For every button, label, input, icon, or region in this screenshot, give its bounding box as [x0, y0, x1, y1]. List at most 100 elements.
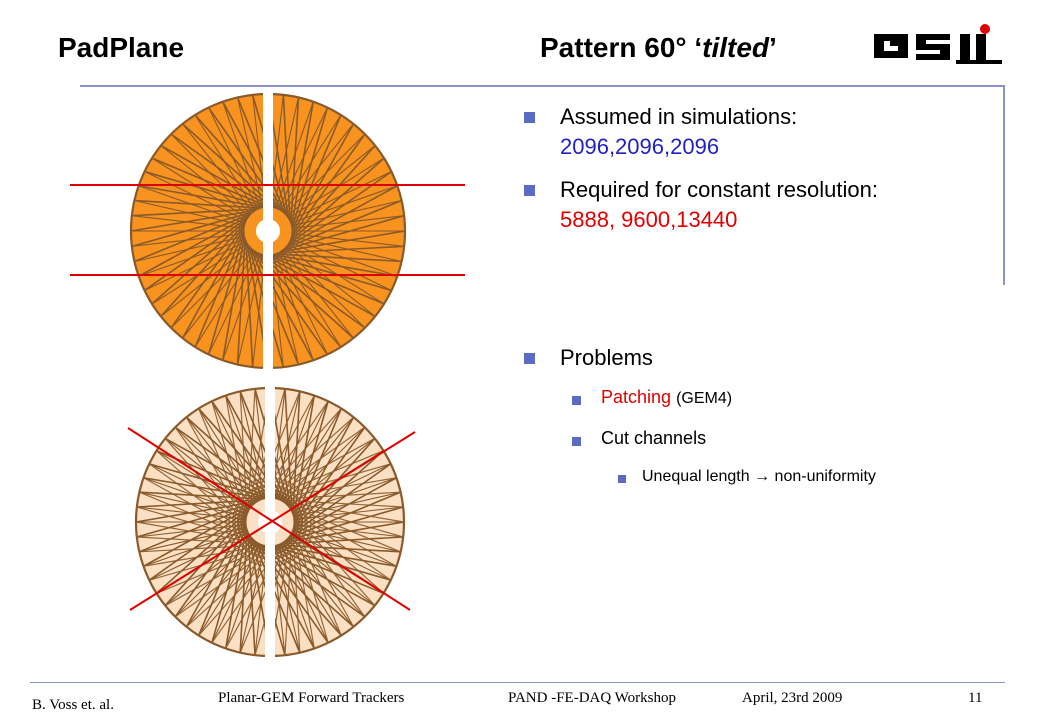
bottom-wheel-tilted-strip	[266, 545, 376, 607]
top-wheel-tilted-strip	[222, 101, 285, 214]
bottom-wheel-tilted-strip	[268, 545, 384, 595]
bottom-wheel-tilted-strip	[136, 501, 256, 538]
top-wheel-pad-edge	[182, 123, 254, 213]
bottom-wheel-tilted-strip	[135, 500, 259, 523]
bottom-wheel-tilted-strip	[286, 491, 401, 541]
bottom-wheel-tilted-strip	[289, 463, 392, 537]
bottom-wheel-pad-edge	[164, 438, 252, 508]
bottom-wheel-tilted-strip	[156, 510, 250, 594]
bottom-wheel-tilted-strip	[293, 408, 343, 524]
bottom-wheel-crossed-strip	[260, 416, 354, 501]
bottom-wheel-pad-edge	[293, 491, 401, 518]
bottom-wheel-crossed-strip	[143, 477, 253, 539]
top-wheel-tilted-strip	[279, 230, 406, 253]
bottom-wheel-pad-edge	[292, 477, 397, 515]
top-wheel-tilted-strip	[291, 123, 355, 235]
bottom-wheel-pad-edge	[284, 416, 354, 504]
arrow-icon: →	[754, 468, 771, 485]
top-wheel-pad-edge	[160, 245, 250, 317]
top-rule	[80, 85, 1005, 87]
bottom-wheel-crossed-strip	[271, 463, 391, 499]
bottom-wheel-tilted-strip	[260, 543, 355, 628]
top-wheel-pad-edge	[182, 249, 254, 339]
bottom-wheel-pad-edge	[282, 408, 342, 502]
top-wheel-tilted-strip	[138, 214, 251, 277]
bottom-wheel-crossed-strip	[292, 529, 301, 653]
bottom-wheel-crossed-strip	[293, 523, 329, 643]
top-wheel-tilted-strip	[245, 240, 254, 368]
bottom-wheel-crossed-strip	[136, 506, 256, 542]
bottom-wheel-tilted-strip	[274, 544, 397, 568]
top-wheel-tilted-strip	[181, 227, 245, 339]
top-wheel-tilted-strip	[290, 97, 300, 224]
top-wheel-pad-edge	[134, 235, 245, 263]
top-wheel-tilted-strip	[131, 210, 254, 248]
top-wheel-tilted-strip	[151, 219, 248, 305]
bottom-wheel-tilted-strip	[143, 476, 266, 500]
bottom-wheel-tilted-strip	[284, 506, 404, 543]
bullet-square-icon	[572, 437, 581, 446]
footer-talk: Planar-GEM Forward Trackers	[218, 690, 405, 706]
top-wheel-tilted-strip	[290, 101, 315, 227]
top-wheel-tilted-strip	[170, 224, 246, 329]
bottom-wheel-crossed-strip	[251, 391, 301, 506]
bottom-wheel-tilted-strip	[247, 531, 256, 656]
top-wheel-tilted-strip	[261, 253, 366, 329]
bottom-wheel-pad-edge	[277, 395, 315, 500]
top-wheel-pad-edge	[138, 185, 246, 224]
top-wheel-tilted-strip	[249, 247, 300, 365]
top-wheel-pad-edge	[286, 145, 376, 217]
top-wheel-tilted-strip	[291, 107, 329, 230]
top-wheel-pad-edge	[144, 171, 247, 222]
bottom-wheel-pad-edge	[274, 545, 301, 653]
bottom-wheel-crossed-strip	[149, 545, 269, 581]
top-wheel-tilted-strip	[130, 209, 257, 232]
bottom-wheel-tilted-strip	[225, 395, 287, 505]
top-wheel-tilted-strip	[144, 170, 267, 208]
top-wheel-pad-edge	[236, 254, 264, 365]
top-wheel-pad-edge	[194, 251, 256, 348]
top-wheel-pad-edge	[151, 157, 248, 219]
bottom-wheel-tilted-strip	[253, 539, 315, 649]
top-wheel-tilted-strip	[251, 248, 314, 361]
bottom-wheel-tilted-strip	[279, 536, 404, 545]
bottom-wheel-pad-edge	[198, 542, 258, 636]
top-wheel-pad-edge	[138, 238, 246, 277]
bottom-wheel-pad-edge	[277, 544, 315, 649]
bottom-wheel-tilted-strip	[292, 395, 316, 518]
bottom-wheel-pad-edge	[284, 540, 354, 628]
bottom-wheel-pad-edge	[149, 531, 249, 581]
bottom-wheel-pad-edge	[174, 426, 254, 506]
top-wheel-tilted-strip	[134, 212, 252, 263]
bottom-wheel-tilted-strip	[251, 538, 301, 653]
bottom-wheel-crossed-strip	[274, 477, 397, 500]
bottom-wheel-tilted-strip	[277, 544, 401, 553]
bottom-wheel-crossed-strip	[263, 426, 366, 500]
top-wheel-pad-edge	[131, 215, 245, 229]
top-wheel-pad-edge	[291, 235, 402, 263]
bottom-wheel-crossed-strip	[174, 544, 277, 618]
top-wheel-pad-edge	[208, 107, 259, 210]
top-wheel-pad-edge	[282, 123, 354, 213]
top-wheel-pad-edge	[290, 238, 398, 277]
bottom-wheel-pad-edge	[156, 450, 250, 510]
bottom-wheel-tilted-strip	[292, 391, 301, 515]
gsi-logo	[874, 24, 1002, 64]
bottom-wheel-crossed-strip	[279, 499, 404, 508]
bottom-wheel-pad-edge	[239, 545, 266, 653]
bottom-wheel-pad-edge	[291, 531, 391, 581]
top-wheel-tilted-strip	[291, 114, 342, 233]
bullet-unequal-length: Unequal length → non-uniformity	[618, 468, 876, 486]
top-wheel-pad-edge	[284, 133, 366, 215]
footer-rule	[30, 682, 1005, 683]
bottom-wheel-pad-edge	[288, 438, 376, 508]
bottom-wheel-tilted-strip	[287, 477, 397, 539]
bottom-wheel-pad-edge	[164, 536, 252, 606]
bottom-wheel-pad-edge	[292, 529, 397, 567]
top-wheel-tilted-strip	[282, 94, 291, 222]
top-wheel-pad-edge	[275, 253, 314, 361]
bottom-wheel-crossed-strip	[139, 491, 254, 541]
footer-author: B. Voss et. al.	[32, 697, 114, 713]
bullet-required: Required for constant resolution:5888, 9…	[524, 175, 878, 235]
bottom-wheel-pad-edge	[143, 477, 248, 515]
